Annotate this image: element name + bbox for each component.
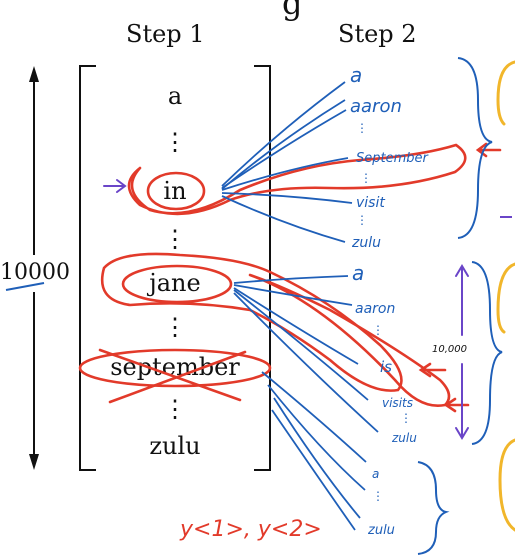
output-notation: y<1>, y<2> [179,517,322,542]
step2-b1-word-aaron: aaron [350,96,402,117]
fanout-lines-bottom [261,371,367,531]
output-notation-text: y<1>, y<2> [179,517,322,542]
dimension-underline [5,282,45,291]
step2-b2-word-a: a [352,261,364,285]
count-arrows-icon [455,264,469,440]
title-fragment: g [282,0,302,22]
vocab-dots: ⋮ [163,225,187,253]
step2-b2-brace [471,261,503,445]
vector-right-bracket [254,65,271,471]
step2-b3-brace [417,461,450,555]
vector-left-bracket [79,65,96,471]
step2-b2-dots: ⋮ [372,323,384,337]
step2-b1-dots: ⋮ [360,171,372,185]
step2-b2-word-visits: visits [382,396,413,410]
step2-b3-word-zulu: zulu [367,523,395,538]
vocab-word-in: in [163,177,186,205]
vocab-dots: ⋮ [163,128,187,156]
step2-b1-brace [457,57,493,239]
dimension-label: 10000 [0,260,70,285]
step2-block-3: a ⋮ zulu [367,461,450,555]
step2-b2-word-aaron: aaron [355,301,395,317]
step2-b2-count: 10,000 [432,344,467,355]
step2-b1-word-zulu: zulu [351,235,381,251]
fanout-lines-in [221,81,353,243]
step2-b1-dots: ⋮ [356,121,368,135]
purple-arrow-icon [103,179,127,193]
vocab-word-jane: jane [146,269,200,297]
step2-b1-dots: ⋮ [356,213,368,227]
step2-block-2: a aaron ⋮ is visits ⋮ zulu 10,000 [352,261,503,445]
step2-b2-dots: ⋮ [400,411,412,425]
vocab-dots: ⋮ [163,395,187,423]
step2-b3-dots: ⋮ [372,489,384,503]
step1-label: Step 1 [126,20,205,48]
vocab-word-zulu: zulu [149,432,200,460]
step2-b3-word-a: a [372,467,379,481]
red-annotations [78,142,502,413]
step2-block-1: a aaron ⋮ September ⋮ visit ⋮ zulu [350,57,493,251]
step2-b2-word-zulu: zulu [391,431,417,445]
step2-label: Step 2 [338,20,417,48]
vocab-word-a: a [168,82,182,110]
step2-b1-word-september: September [356,151,430,166]
fanout-lines-jane [233,275,379,433]
dimension-arrow [29,66,39,470]
step2-b1-word-a: a [350,63,362,87]
step2-b2-word-is: is [380,358,392,376]
step2-b1-word-visit: visit [356,195,385,211]
yellow-brackets [496,60,515,532]
vocab-dots: ⋮ [163,313,187,341]
